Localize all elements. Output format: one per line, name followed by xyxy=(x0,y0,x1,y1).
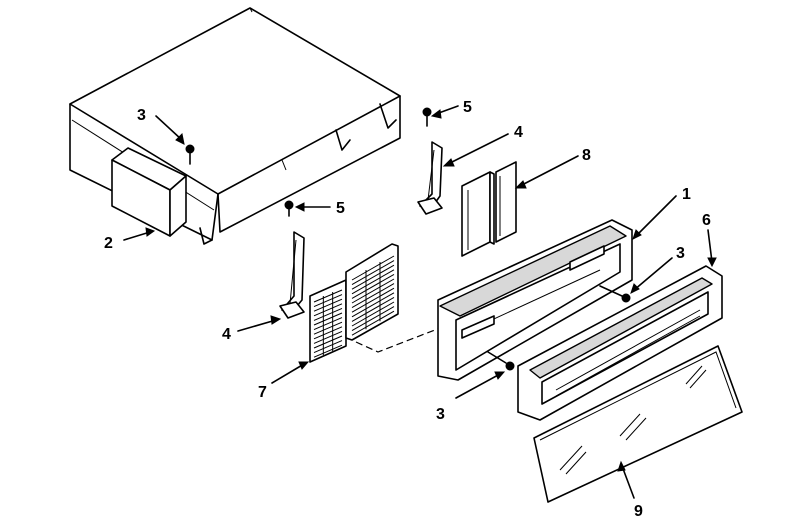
bracket-right xyxy=(417,141,443,215)
louver-slat xyxy=(351,306,395,332)
louver-slat xyxy=(351,287,395,313)
callout-3-right: 3 xyxy=(676,245,685,262)
callout-4-left: 4 xyxy=(222,326,231,343)
louver-slat xyxy=(313,344,343,358)
louver-slat xyxy=(313,335,343,349)
callout-7: 7 xyxy=(258,384,267,401)
louver-slat xyxy=(351,310,395,336)
louver-slat xyxy=(313,303,343,317)
callout-4-right: 4 xyxy=(514,124,523,141)
louver-slat xyxy=(313,294,343,308)
callout-6: 6 xyxy=(702,212,711,229)
callout-5-right: 5 xyxy=(463,99,472,116)
louver-slat xyxy=(313,326,343,340)
louver-slat xyxy=(313,340,343,354)
callout-9: 9 xyxy=(634,503,643,520)
callout-5-left: 5 xyxy=(336,200,345,217)
louver-slat xyxy=(313,317,343,331)
louver-slat xyxy=(351,292,395,318)
glass-panel-9 xyxy=(533,345,743,503)
louver-slat xyxy=(351,260,395,286)
louver-slat xyxy=(313,289,343,303)
grille-7 xyxy=(309,243,399,363)
louver-slat xyxy=(351,278,395,304)
screw-upper xyxy=(185,144,195,165)
louver-slat xyxy=(351,255,395,281)
louver-slat xyxy=(351,269,395,295)
louver-slat xyxy=(313,321,343,335)
callout-1: 1 xyxy=(682,186,691,203)
leader-lines xyxy=(123,105,717,499)
louver-slat xyxy=(313,330,343,344)
front-frame-1 xyxy=(437,219,633,381)
louver-slat xyxy=(313,298,343,312)
screw-3-lower xyxy=(487,351,515,371)
louver-slat xyxy=(351,273,395,299)
callout-8: 8 xyxy=(582,147,591,164)
louver-slat xyxy=(313,312,343,326)
callout-3-lower: 3 xyxy=(436,406,445,423)
front-grille-6 xyxy=(517,265,723,421)
louver-slat xyxy=(351,301,395,327)
screw-3-right xyxy=(599,285,631,303)
louver-slat xyxy=(351,283,395,309)
louver-slat xyxy=(313,307,343,321)
louver-slat xyxy=(351,296,395,322)
callout-2: 2 xyxy=(104,235,113,252)
screw-5-left xyxy=(284,200,294,217)
bracket-left xyxy=(279,231,305,319)
callout-3-top: 3 xyxy=(137,107,146,124)
alignment-line xyxy=(355,327,441,353)
screw-5-right xyxy=(422,107,432,127)
louver-slat xyxy=(351,264,395,290)
control-box xyxy=(111,147,187,237)
side-panel-8 xyxy=(461,161,517,257)
